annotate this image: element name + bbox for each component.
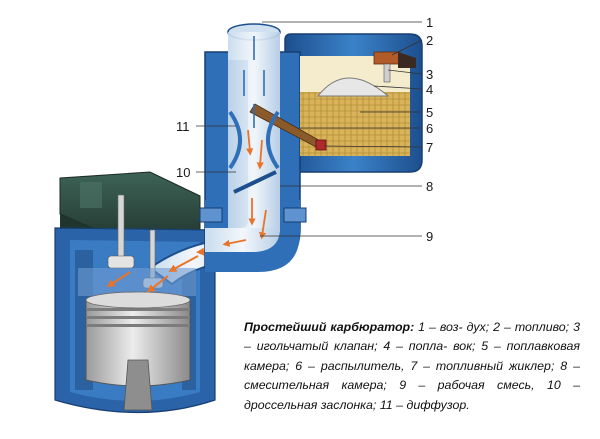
- piston: [78, 268, 196, 411]
- caption-line: 1 – воз-: [418, 320, 463, 334]
- callout-11: 11: [176, 119, 190, 134]
- mixture-arrows-tube: [222, 129, 267, 247]
- caption-line: 7 – топливный жиклер; 8 – смесительная к…: [244, 358, 580, 393]
- throttle-plate: [233, 170, 277, 194]
- callout-1: 1: [426, 15, 434, 30]
- caption: Простейший карбюратор: 1 – воз- дух; 2 –…: [244, 318, 580, 415]
- float: [316, 77, 390, 97]
- float-chamber: [300, 56, 410, 156]
- callout-6: 6: [426, 121, 434, 136]
- callout-2: 2: [426, 33, 434, 48]
- caption-line: 11 – диффузор.: [379, 397, 470, 412]
- needle-valve: [373, 51, 416, 83]
- caption-line: 9 – рабочая смесь, 10 – дроссельная засл…: [244, 378, 580, 412]
- air-arrows: [243, 36, 265, 128]
- fuel-jet: [315, 139, 327, 151]
- callout-8: 8: [426, 179, 434, 194]
- callout-9: 9: [426, 229, 434, 244]
- callout-3: 3: [426, 67, 434, 82]
- caption-line: дух; 2 – топливо; 3 – игольчатый клапан;…: [244, 320, 580, 354]
- callout-7: 7: [426, 140, 434, 155]
- callout-5: 5: [426, 105, 434, 120]
- diffuser: [228, 110, 280, 170]
- caption-title: Простейший карбюратор:: [244, 320, 415, 334]
- callout-10: 10: [176, 165, 191, 180]
- caption-line: вок; 5 – поплавковая камера; 6 – распыли…: [244, 339, 580, 373]
- leader-lines: [196, 21, 423, 237]
- callout-4: 4: [426, 82, 434, 97]
